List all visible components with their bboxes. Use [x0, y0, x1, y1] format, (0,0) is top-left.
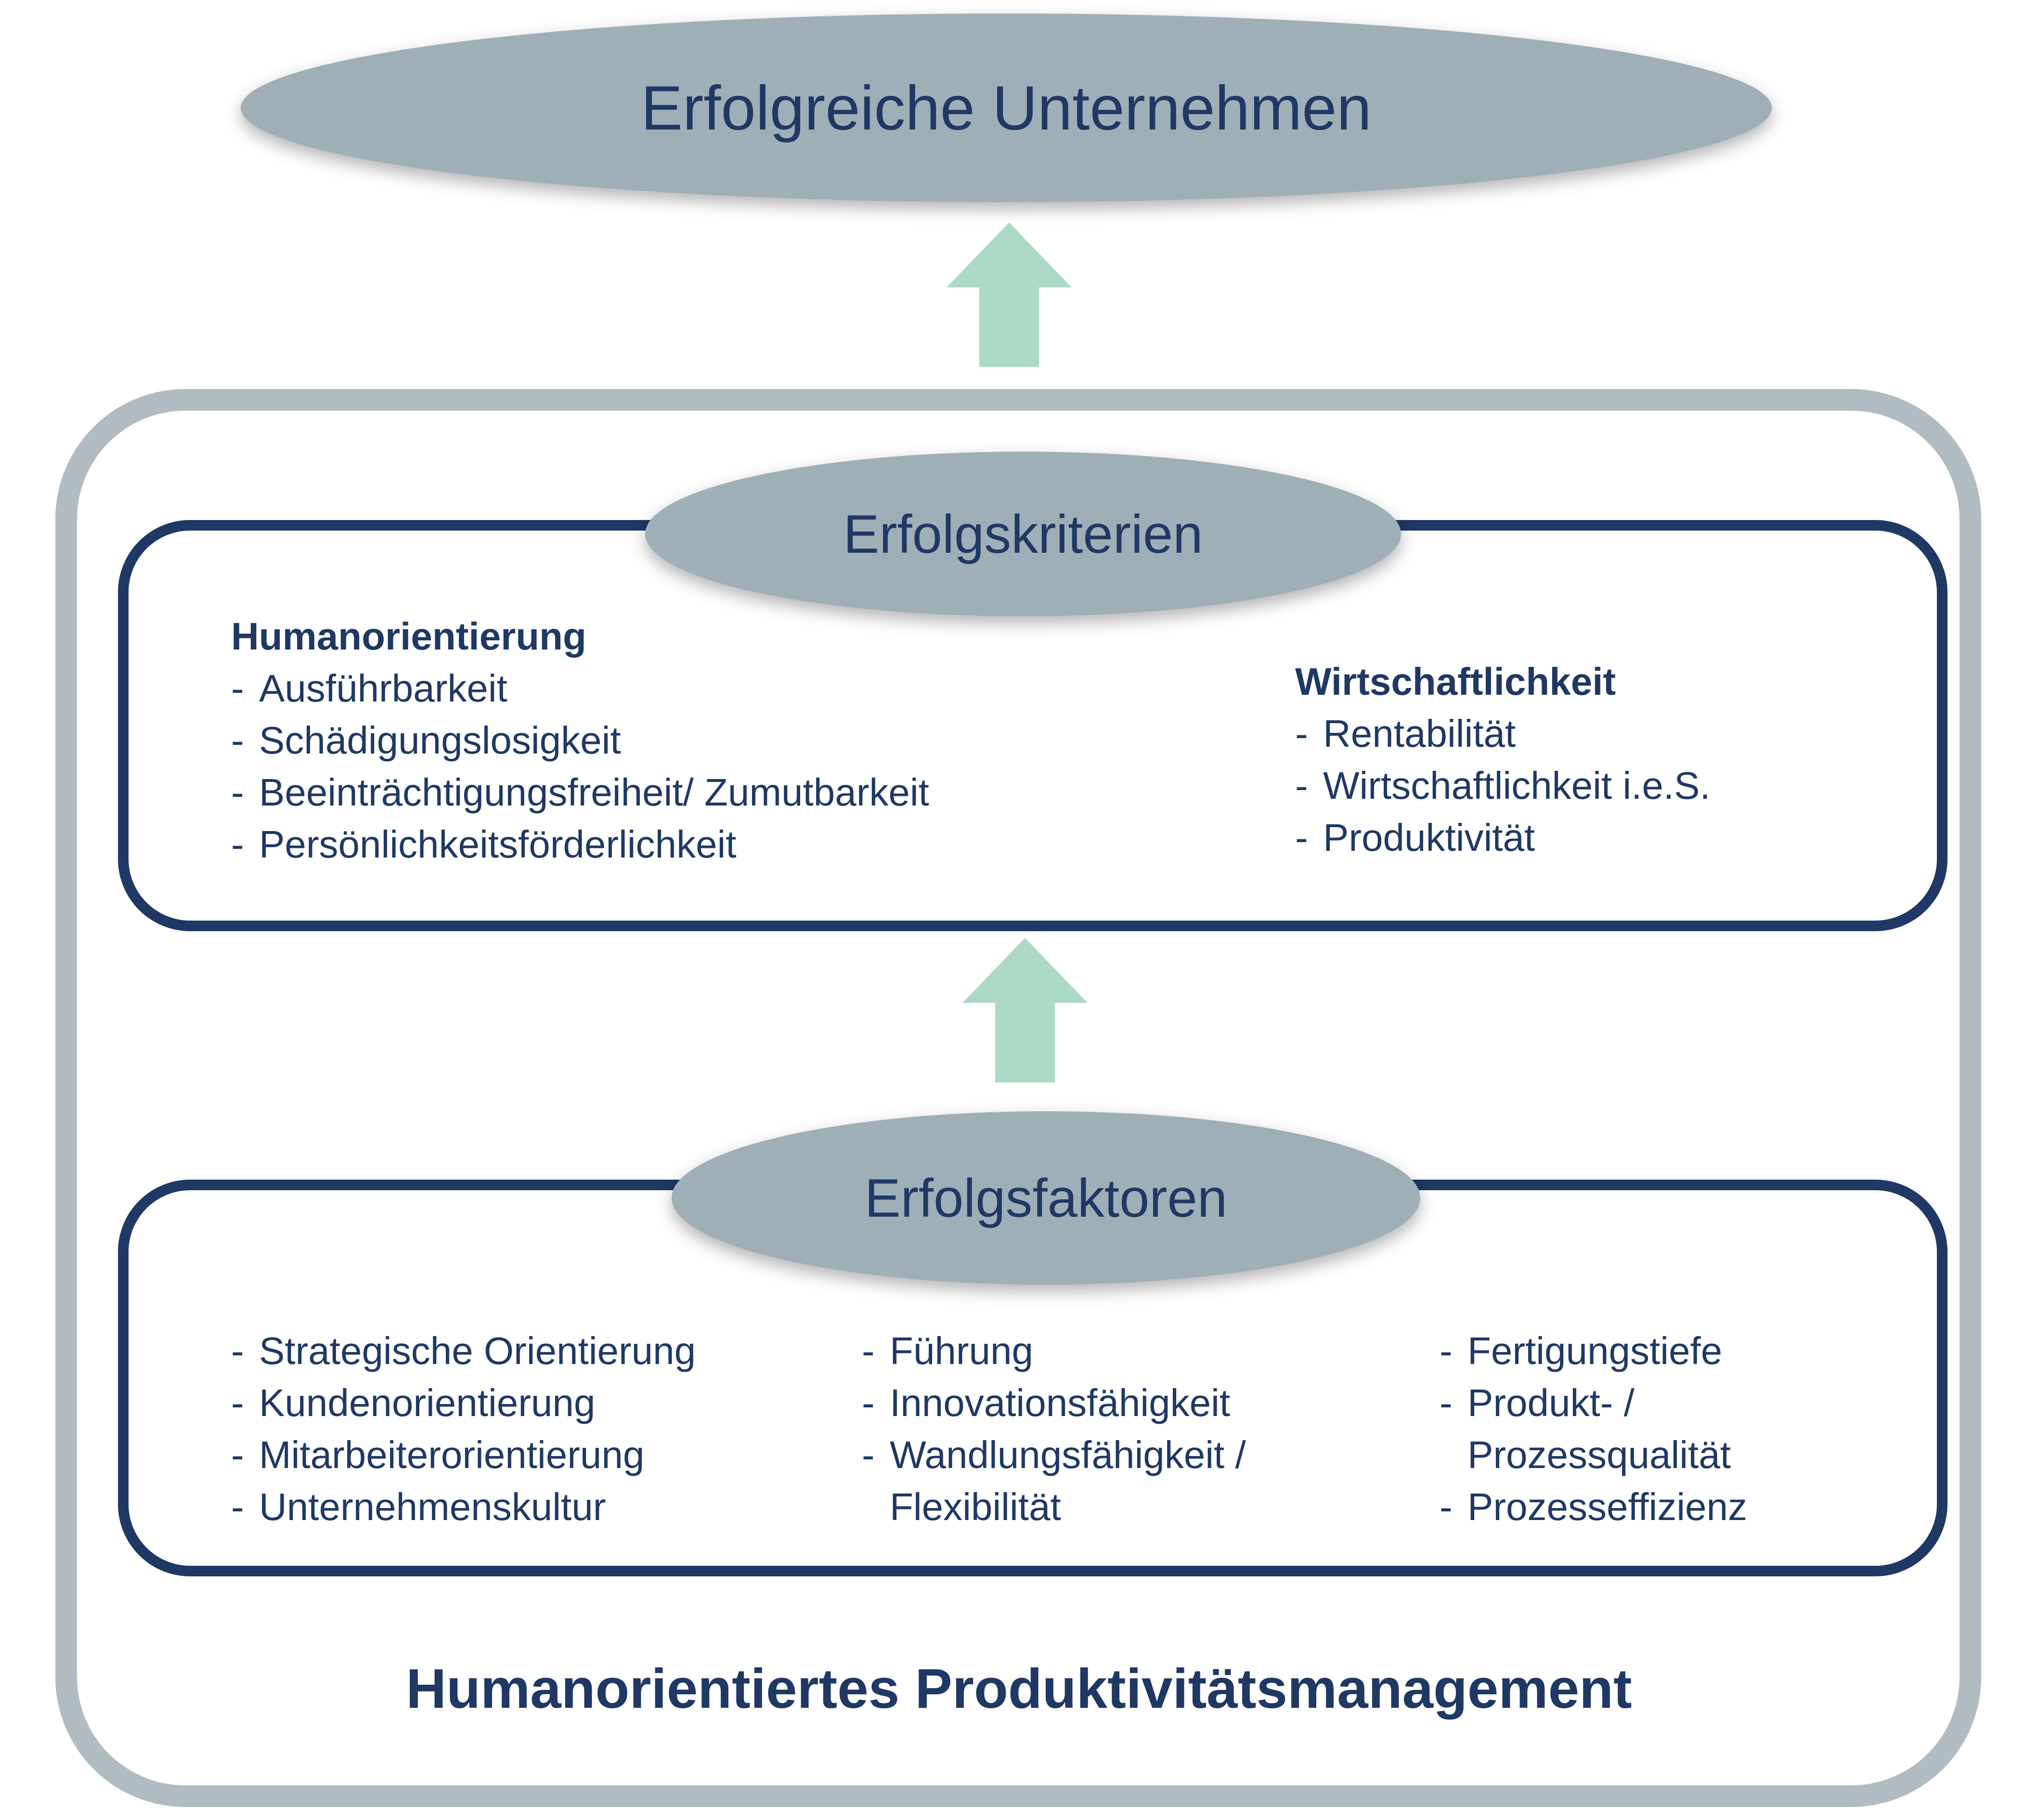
factors-column-2-list: -Führung-Innovationsfähigkeit-Wandlungsf… [862, 1325, 1246, 1533]
list-item: -Beeinträchtigungsfreiheit/ Zumutbarkeit [231, 767, 929, 819]
success-criteria-ellipse: Erfolgskriterien [645, 452, 1401, 616]
list-item-text: Schädigungslosigkeit [259, 719, 621, 762]
factors-column-1-list: -Strategische Orientierung-Kundenorienti… [231, 1325, 696, 1533]
up-arrow-icon [962, 938, 1088, 1082]
list-item-text: Kundenorientierung [259, 1381, 596, 1424]
bullet: - [862, 1329, 875, 1372]
list-item-text: Rentabilität [1323, 712, 1516, 755]
bullet: - [1295, 764, 1308, 807]
list-item-text: Führung [890, 1329, 1033, 1372]
list-item: -Rentabilität [1295, 708, 1711, 760]
factors-column-2: -Führung-Innovationsfähigkeit-Wandlungsf… [862, 1325, 1246, 1533]
list-item: -Fertigungstiefe [1440, 1325, 1747, 1377]
list-item: -Ausführbarkeit [231, 663, 929, 715]
list-item-text: Wandlungsfähigkeit / Flexibilität [890, 1433, 1246, 1528]
list-item: -Produktivität [1295, 812, 1711, 864]
success-factors-ellipse: Erfolgsfaktoren [672, 1111, 1420, 1285]
bullet: - [862, 1381, 875, 1424]
successful-companies-ellipse: Erfolgreiche Unternehmen [241, 13, 1772, 202]
list-item: -Kundenorientierung [231, 1377, 696, 1429]
bullet: - [1295, 712, 1308, 755]
factors-column-1: -Strategische Orientierung-Kundenorienti… [231, 1325, 696, 1533]
bullet: - [231, 1485, 244, 1528]
list-item-text: Strategische Orientierung [259, 1329, 696, 1372]
bullet: - [231, 1433, 244, 1476]
bullet: - [1440, 1329, 1453, 1372]
factors-column-3-list: -Fertigungstiefe-Produkt- / Prozessquali… [1440, 1325, 1747, 1533]
bullet: - [1295, 816, 1308, 859]
list-item: -Wandlungsfähigkeit / Flexibilität [862, 1429, 1246, 1533]
bullet: - [231, 1329, 244, 1372]
list-item: -Prozesseffizienz [1440, 1481, 1747, 1533]
success-factors-box [118, 1180, 1947, 1576]
list-item: -Innovationsfähigkeit [862, 1377, 1246, 1429]
economic-title: Wirtschaftlichkeit [1295, 660, 1616, 703]
bullet: - [231, 667, 244, 710]
bullet: - [1440, 1381, 1453, 1424]
list-item-text: Ausführbarkeit [259, 667, 507, 710]
list-item-text: Persönlichkeitsförderlichkeit [259, 823, 737, 866]
economic-list: -Rentabilität-Wirtschaftlichkeit i.e.S.-… [1295, 708, 1711, 864]
list-item: -Persönlichkeitsförderlichkeit [231, 819, 929, 871]
human-orientation-list: -Ausführbarkeit-Schädigungslosigkeit-Bee… [231, 663, 929, 871]
list-item-text: Wirtschaftlichkeit i.e.S. [1323, 764, 1711, 807]
bullet: - [1440, 1485, 1453, 1528]
list-item-text: Beeinträchtigungsfreiheit/ Zumutbarkeit [259, 771, 929, 814]
list-item: -Wirtschaftlichkeit i.e.S. [1295, 760, 1711, 812]
bullet: - [231, 1381, 244, 1424]
bullet: - [231, 719, 244, 762]
economic-block: Wirtschaftlichkeit -Rentabilität-Wirtsch… [1295, 656, 1711, 864]
success-factors-label: Erfolgsfaktoren [864, 1168, 1228, 1228]
successful-companies-label: Erfolgreiche Unternehmen [641, 73, 1372, 143]
list-item: -Produkt- / Prozessqualität [1440, 1377, 1747, 1481]
list-item-text: Prozesseffizienz [1467, 1485, 1748, 1528]
list-item-text: Mitarbeiterorientierung [259, 1433, 645, 1476]
list-item: -Schädigungslosigkeit [231, 715, 929, 767]
bullet: - [231, 823, 244, 866]
list-item-text: Produkt- / Prozessqualität [1467, 1381, 1731, 1476]
human-orientation-title: Humanorientierung [231, 615, 586, 658]
list-item: -Unternehmenskultur [231, 1481, 696, 1533]
up-arrow-icon [947, 222, 1072, 367]
human-orientation-block: Humanorientierung -Ausführbarkeit-Schädi… [231, 611, 929, 871]
list-item: -Mitarbeiterorientierung [231, 1429, 696, 1481]
list-item-text: Produktivität [1323, 816, 1535, 859]
list-item-text: Innovationsfähigkeit [890, 1381, 1231, 1424]
factors-column-3: -Fertigungstiefe-Produkt- / Prozessquali… [1440, 1325, 1747, 1533]
list-item-text: Fertigungstiefe [1467, 1329, 1723, 1372]
list-item-text: Unternehmenskultur [259, 1485, 606, 1528]
bullet: - [231, 771, 244, 814]
list-item: -Strategische Orientierung [231, 1325, 696, 1377]
success-criteria-label: Erfolgskriterien [843, 504, 1203, 564]
bullet: - [862, 1433, 875, 1476]
list-item: -Führung [862, 1325, 1246, 1377]
footer-title: Humanorientiertes Produktivitätsmanageme… [406, 1657, 1632, 1720]
